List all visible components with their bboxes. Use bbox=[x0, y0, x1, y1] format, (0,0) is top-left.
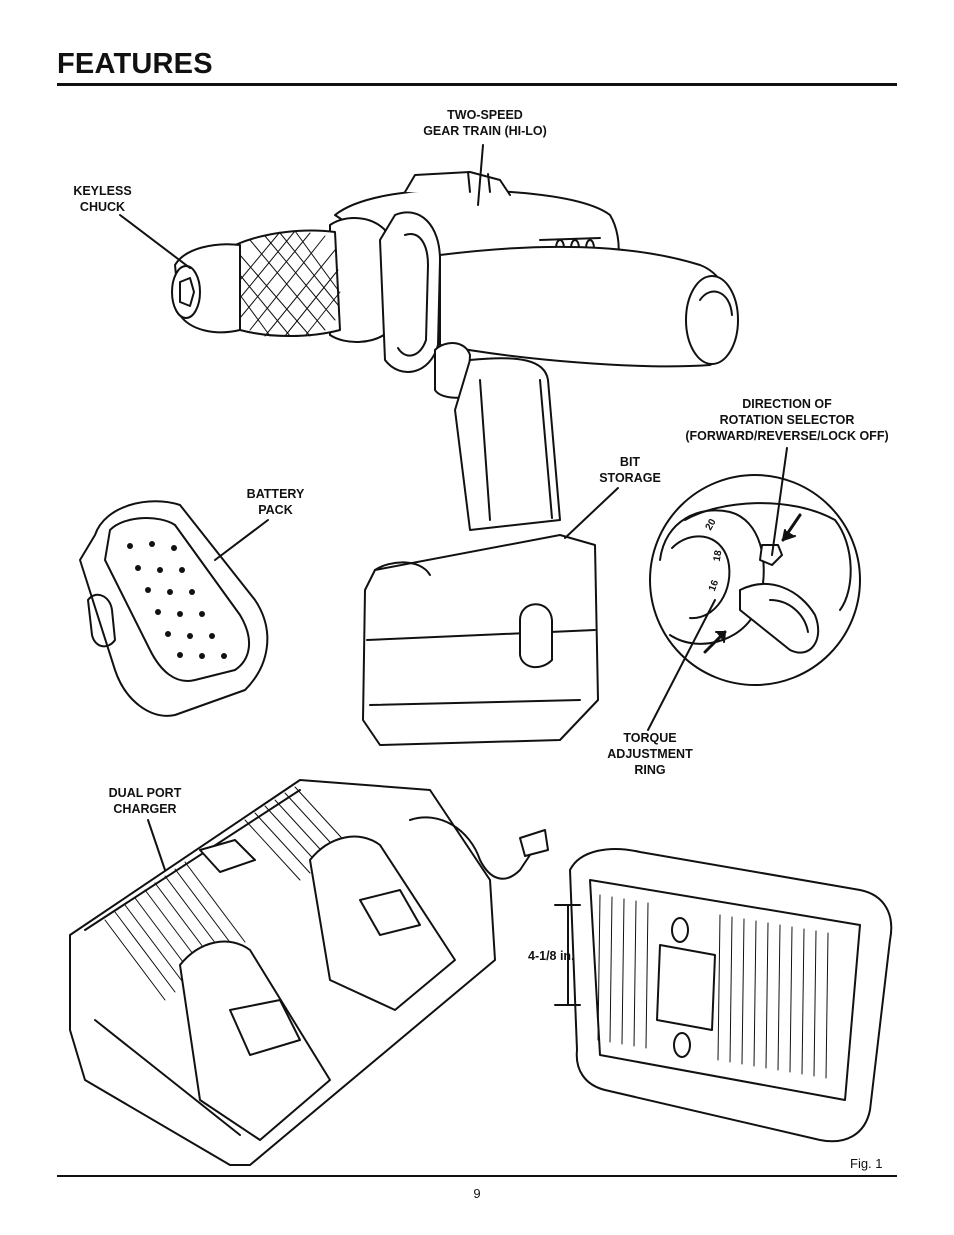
callout-two-speed-gear-train: TWO-SPEED GEAR TRAIN (HI-LO) bbox=[423, 108, 547, 138]
callout-battery-pack: BATTERY PACK bbox=[246, 487, 305, 517]
callout-dual-port-charger: DUAL PORT CHARGER bbox=[108, 786, 182, 816]
page-number: 9 bbox=[473, 1186, 481, 1201]
callout-keyless-chuck: KEYLESS CHUCK bbox=[73, 184, 132, 214]
figure-label: Fig. 1 bbox=[850, 1156, 883, 1171]
callout-bit-storage: BIT STORAGE bbox=[599, 455, 661, 485]
charger-illustration bbox=[70, 780, 548, 1165]
dimension-label: 4-1/8 in. bbox=[528, 949, 575, 963]
callout-direction-selector: DIRECTION OF ROTATION SELECTOR (FORWARD/… bbox=[685, 397, 889, 443]
callout-torque-ring: TORQUE ADJUSTMENT RING bbox=[607, 731, 693, 777]
battery-pack-illustration bbox=[80, 501, 267, 716]
charger-underside-illustration bbox=[555, 849, 891, 1141]
footer-divider bbox=[57, 1175, 897, 1177]
selector-detail-illustration bbox=[650, 475, 860, 685]
title-divider bbox=[57, 83, 897, 86]
page-title: FEATURES bbox=[57, 48, 213, 80]
drill-illustration bbox=[172, 172, 738, 745]
